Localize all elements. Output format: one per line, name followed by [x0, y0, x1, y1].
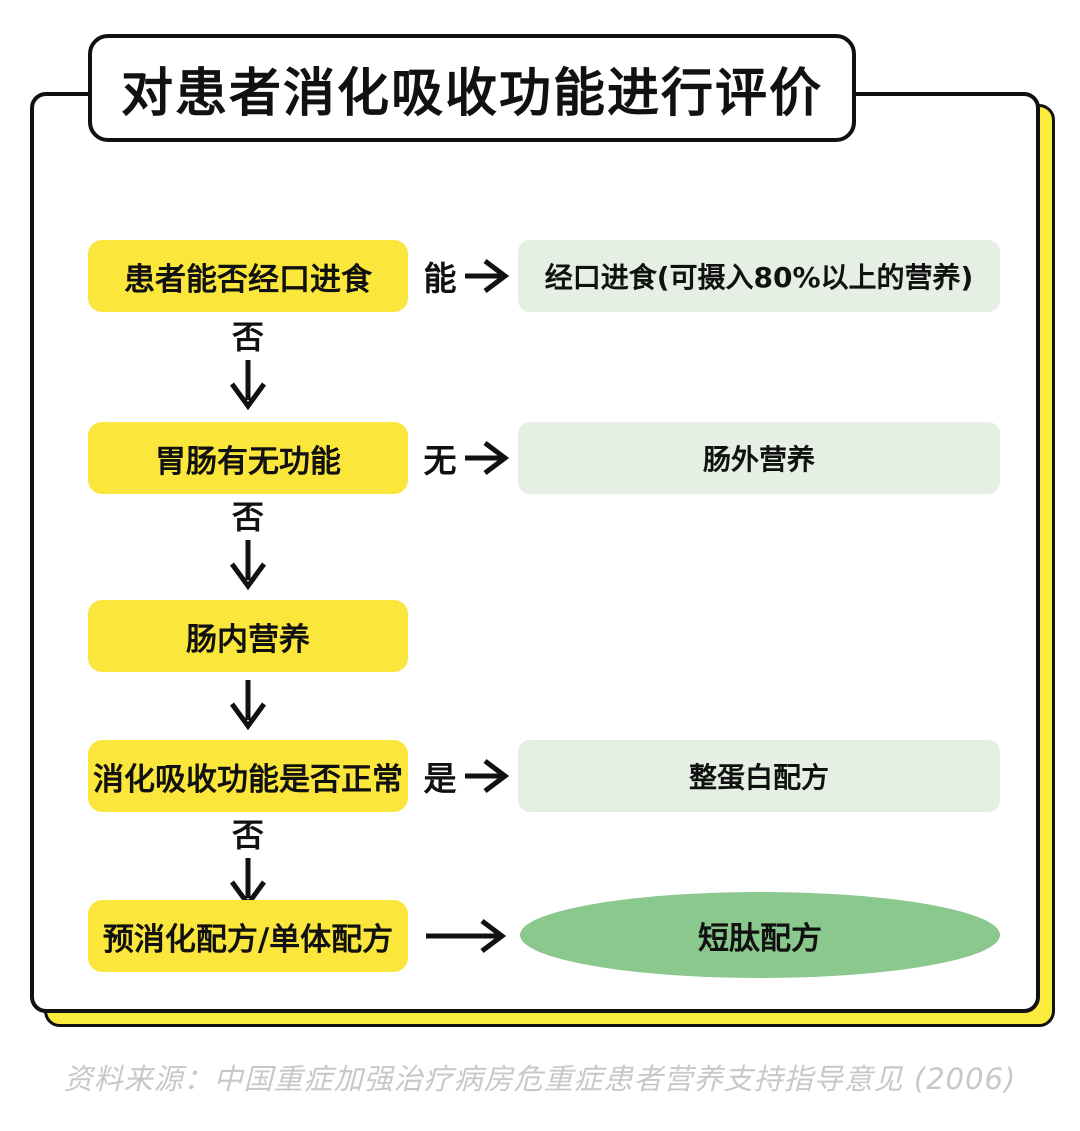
right-arrow-icon	[463, 440, 509, 476]
down-arrow-icon	[228, 538, 268, 590]
down-label-no-2: 否	[231, 498, 264, 536]
branch-label-none: 无	[423, 441, 457, 480]
flow-node-predigested-formula: 预消化配方/单体配方	[88, 900, 408, 972]
branch-row4: 是	[416, 740, 516, 812]
connector-row1-row2: 否	[88, 318, 408, 410]
connector-row4-row5: 否	[88, 816, 408, 908]
connector-row2-row3: 否	[88, 498, 408, 590]
down-label-no-3: 否	[231, 816, 264, 854]
down-arrow-icon	[228, 358, 268, 410]
flow-node-result-parenteral-nutrition: 肠外营养	[518, 422, 1000, 494]
branch-label-can: 能	[423, 259, 457, 298]
flow-node-enteral-nutrition: 肠内营养	[88, 600, 408, 672]
down-label-no-1: 否	[231, 318, 264, 356]
right-arrow-icon	[463, 758, 509, 794]
flow-node-question-gi-function: 胃肠有无功能	[88, 422, 408, 494]
source-note: 资料来源：中国重症加强治疗病房危重症患者营养支持指导意见 (2006)	[63, 1062, 1017, 1096]
flow-node-result-short-peptide-formula: 短肽配方	[520, 892, 1000, 978]
right-arrow-icon	[463, 258, 509, 294]
flow-node-question-digestion-normal: 消化吸收功能是否正常	[88, 740, 408, 812]
flow-node-question-oral-intake: 患者能否经口进食	[88, 240, 408, 312]
right-arrow-long-icon	[418, 900, 514, 972]
flow-node-result-oral-feeding: 经口进食(可摄入80%以上的营养)	[518, 240, 1000, 312]
branch-label-yes: 是	[423, 759, 457, 798]
branch-row1: 能	[416, 240, 516, 312]
flow-node-result-whole-protein-formula: 整蛋白配方	[518, 740, 1000, 812]
branch-row2: 无	[416, 422, 516, 494]
page-title: 对患者消化吸收功能进行评价	[88, 34, 856, 142]
down-arrow-icon	[228, 678, 268, 730]
connector-row3-row4	[88, 678, 408, 730]
